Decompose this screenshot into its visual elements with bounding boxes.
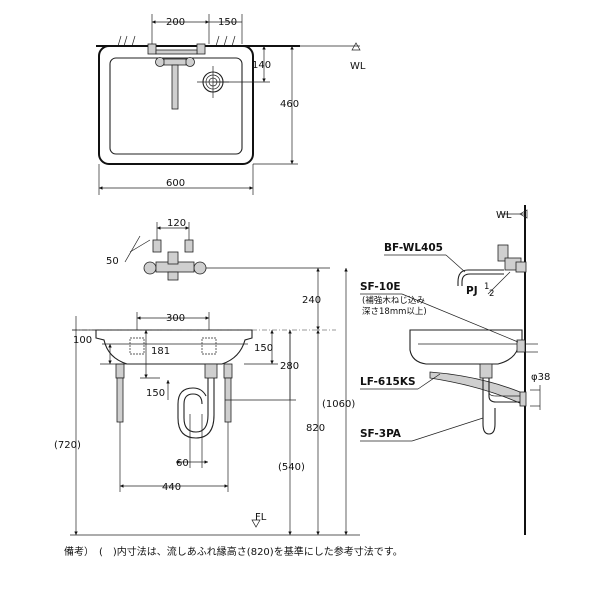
label-pj-prefix: PJ <box>466 285 478 297</box>
dim-depth: 460 <box>280 99 299 110</box>
dim-right-150: 150 <box>254 343 273 354</box>
label-faucet-model: BF-WL405 <box>384 242 443 254</box>
dim-height-240: 240 <box>302 295 321 306</box>
faucet-top <box>147 43 206 110</box>
dim-left-100: 100 <box>73 335 92 346</box>
dim-height-280: 280 <box>280 361 299 372</box>
wl-side-triangle-icon <box>519 209 528 219</box>
valve-fitting <box>124 222 207 281</box>
dim-drain-offset: 140 <box>252 60 271 71</box>
fl-triangle-icon <box>251 519 261 528</box>
dim-bowl-width: 300 <box>166 313 185 324</box>
top-view: 200 150 140 460 600 WL <box>96 14 366 195</box>
label-pj-den: 2 <box>489 289 494 299</box>
dim-valve-spacing: 120 <box>167 218 186 229</box>
dim-left-181: 181 <box>151 346 170 357</box>
faucet-side <box>457 244 527 286</box>
dim-height-1060: (1060) <box>322 399 355 410</box>
label-bracket-note-1: (補強木ねじ込み <box>362 295 425 306</box>
dim-height-820: 820 <box>306 423 325 434</box>
dim-leg-spacing: 440 <box>162 482 181 493</box>
wl-triangle-icon <box>351 42 361 51</box>
sink-side <box>409 329 523 365</box>
label-bracket-model: SF-10E <box>360 281 401 293</box>
bracket-sf10e <box>516 339 526 353</box>
dim-top-right-offset: 150 <box>218 17 237 28</box>
label-bracket-note-2: 深さ18mm以上) <box>362 307 427 317</box>
support-lf615ks <box>429 371 523 405</box>
dim-top-faucet-spacing: 200 <box>166 17 185 28</box>
dim-left-150: 150 <box>146 388 165 399</box>
dim-height-540: (540) <box>278 462 305 473</box>
front-view: 120 50 300 <box>54 218 360 536</box>
trap-front <box>177 363 218 468</box>
label-support-model: LF-615KS <box>360 376 416 388</box>
wl-label-side: WL <box>496 210 512 221</box>
trap-side <box>479 363 527 435</box>
dim-pipe-dia: φ38 <box>531 372 550 383</box>
dim-valve-angle: 50 <box>106 256 119 267</box>
label-pj-num: 1 <box>484 282 489 292</box>
wl-label-top: WL <box>350 61 366 72</box>
sink-front <box>95 329 253 365</box>
fl-label: FL <box>255 512 267 523</box>
dim-height-720: (720) <box>54 440 81 451</box>
side-view: WL φ38 BF-WL405 <box>360 205 550 535</box>
dim-trap-60: 60 <box>176 458 189 469</box>
dim-width: 600 <box>166 178 185 189</box>
label-trap-model: SF-3PA <box>360 428 402 440</box>
wall-hatch <box>117 35 236 47</box>
footnote: 備考） ( )内寸法は、流しあふれ縁高さ(820)を基準にした参考寸法です。 <box>64 547 403 558</box>
sink-inner-bowl <box>109 57 243 155</box>
sink-outer-outline <box>98 45 254 165</box>
